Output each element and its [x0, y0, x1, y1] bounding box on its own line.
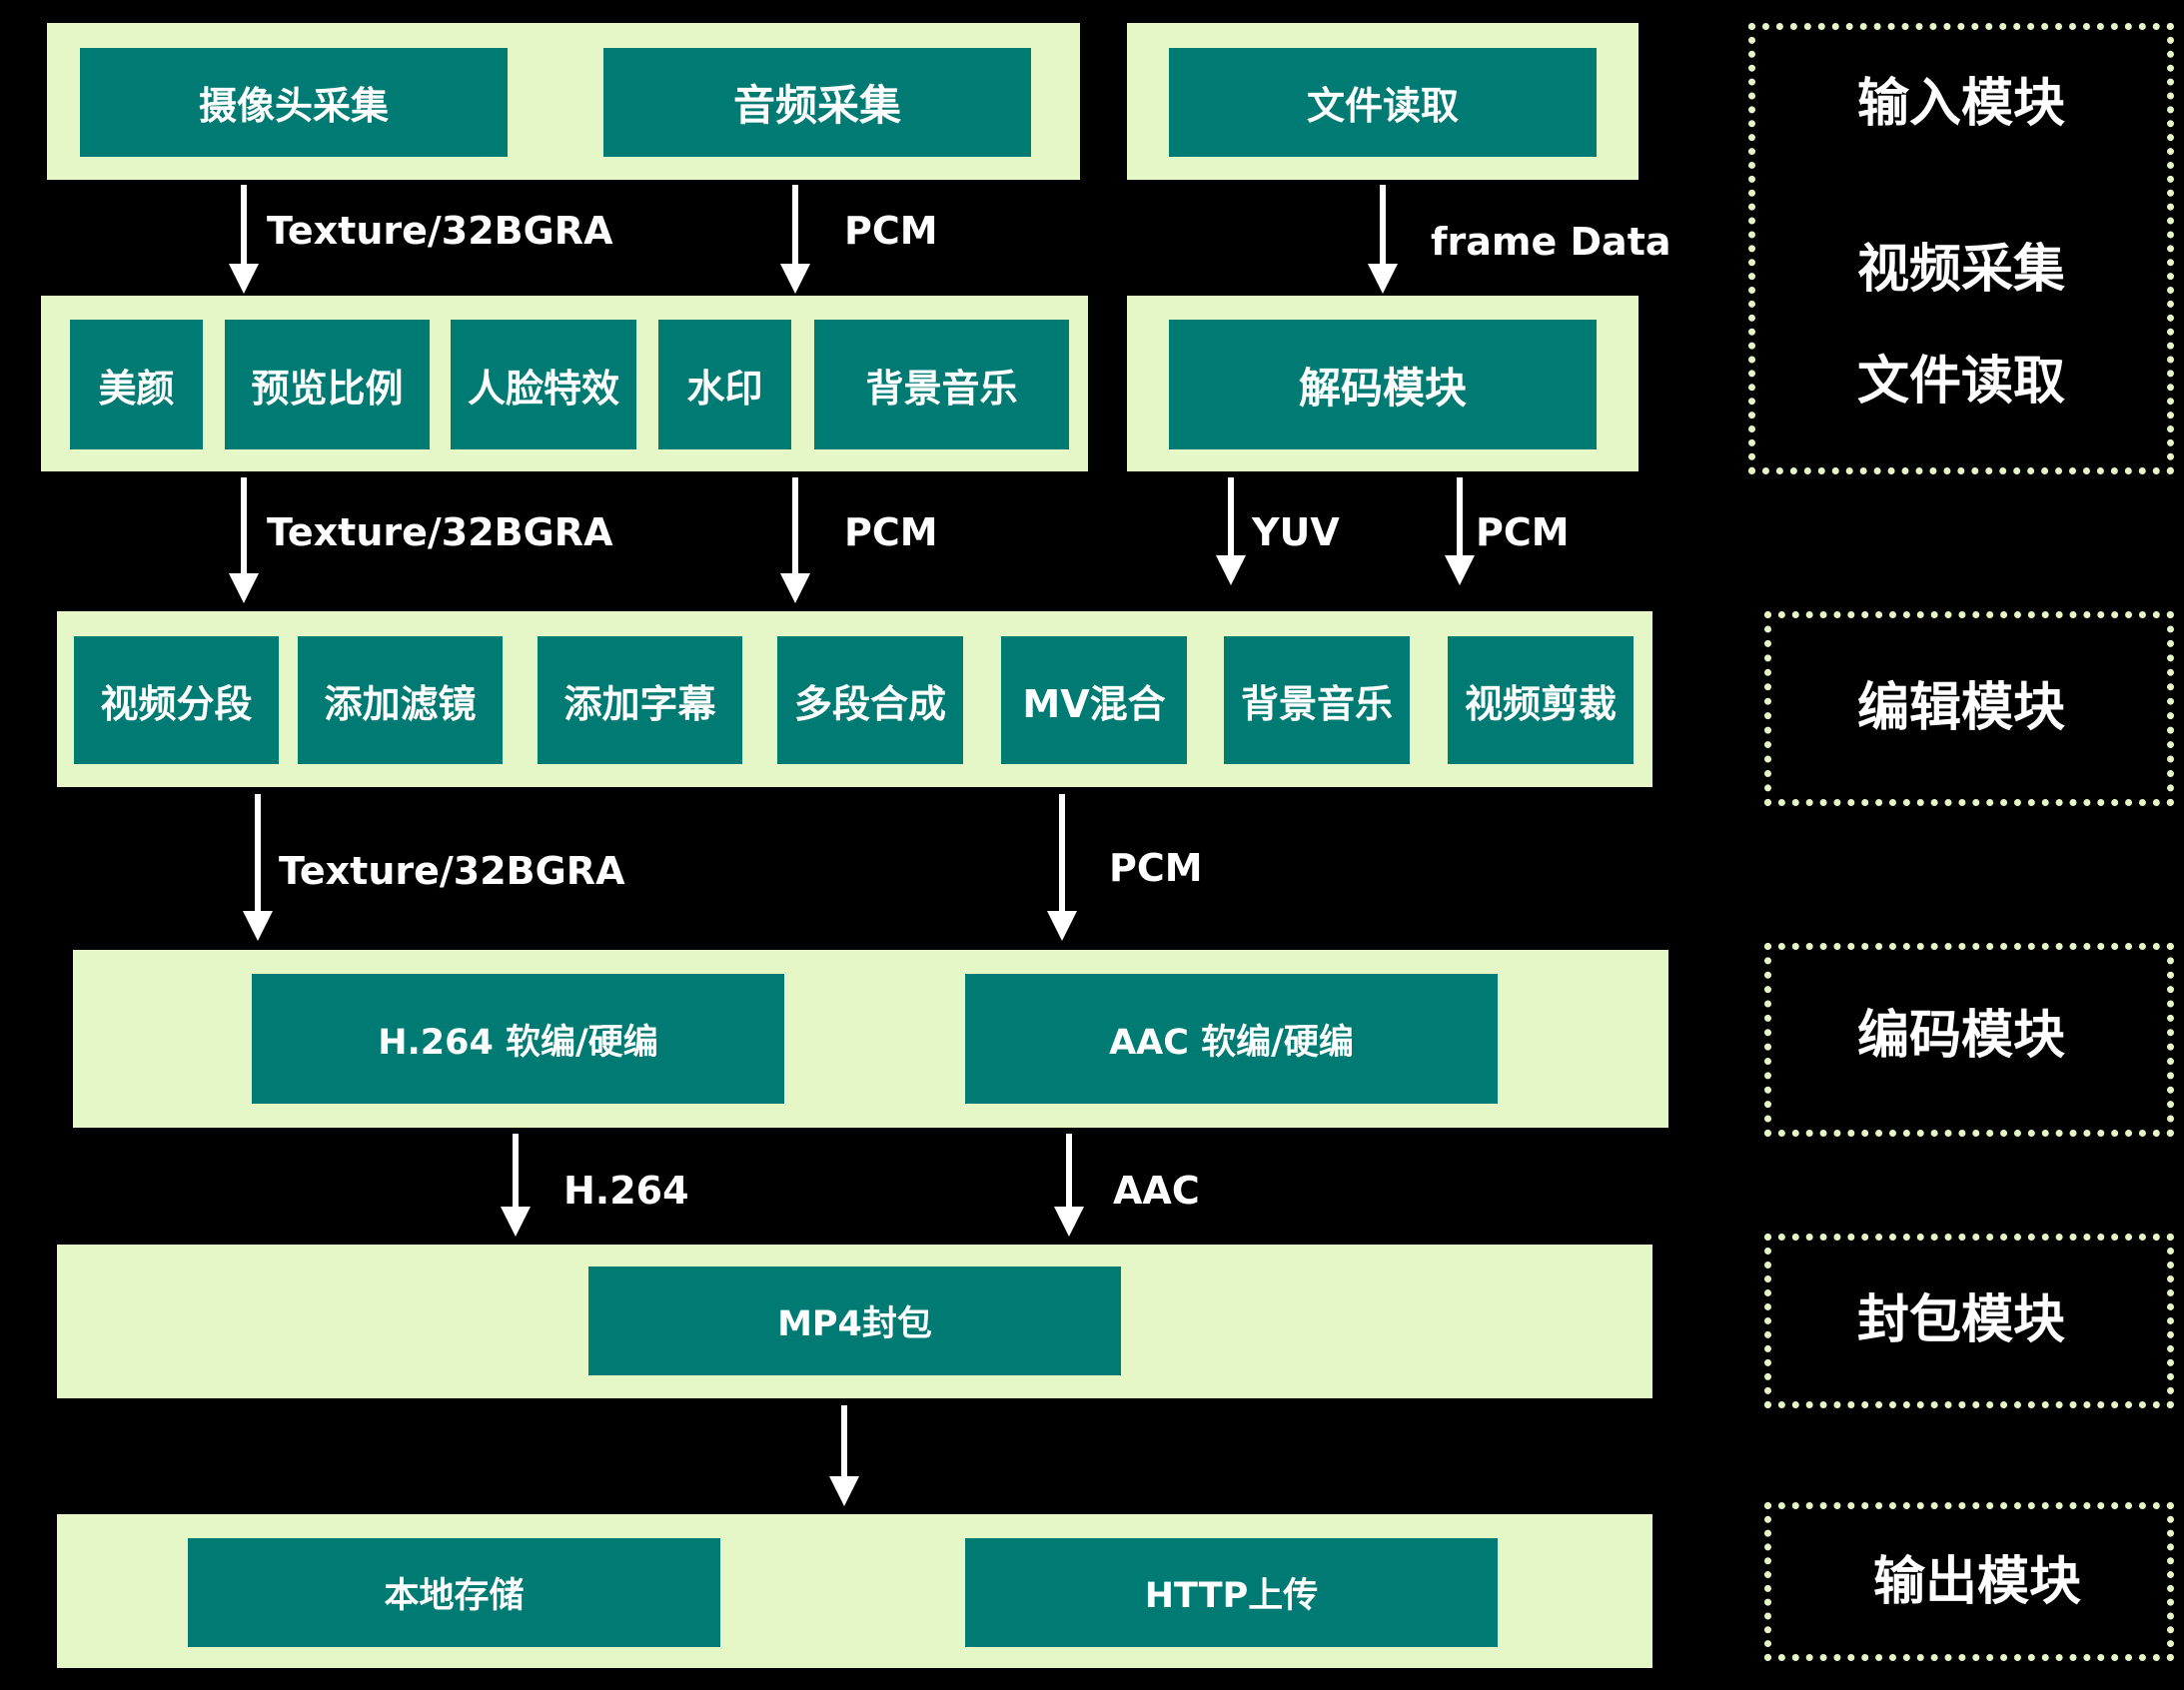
- arrow-pcm2-down: [780, 477, 810, 603]
- beauty-box: 美颜: [70, 320, 203, 449]
- video-crop-box: 视频剪裁: [1448, 636, 1634, 764]
- legend-output-text: 输出模块: [1872, 1552, 2081, 1612]
- arrow-yuv-down: [1216, 477, 1246, 585]
- camera-capture-box: 摄像头采集: [80, 48, 508, 157]
- video-segment-box: 视频分段: [74, 636, 279, 764]
- label-yuv: YUV: [1252, 510, 1340, 554]
- audio-capture-box: 音频采集: [603, 48, 1031, 157]
- arrow-file-down: [1368, 185, 1398, 294]
- arrow-texture2-down: [229, 477, 259, 603]
- label-texture-2: Texture/32BGRA: [267, 510, 613, 554]
- arrow-pcm4-down: [1047, 794, 1077, 941]
- legend-mux: [1764, 1234, 2174, 1408]
- legend-input: [1748, 23, 2174, 474]
- legend-encode: [1764, 943, 2174, 1137]
- decode-module-box: 解码模块: [1169, 320, 1597, 449]
- legend-output: [1764, 1502, 2174, 1661]
- legend-mux-text: 封包模块: [1856, 1290, 2065, 1350]
- label-frame-data: frame Data: [1431, 220, 1671, 264]
- local-storage-box: 本地存储: [188, 1538, 720, 1647]
- arrow-camera-down: [229, 185, 259, 294]
- watermark-box: 水印: [658, 320, 791, 449]
- label-pcm-1: PCM: [844, 209, 938, 253]
- edit-background-music-box: 背景音乐: [1224, 636, 1410, 764]
- label-pcm-4: PCM: [1109, 846, 1203, 890]
- label-pcm-2: PCM: [844, 510, 938, 554]
- face-effects-box: 人脸特效: [451, 320, 636, 449]
- multi-segment-merge-box: 多段合成: [777, 636, 963, 764]
- h264-encoder-box: H.264 软编/硬编: [252, 974, 784, 1104]
- mp4-mux-box: MP4封包: [588, 1267, 1121, 1375]
- mv-mix-box: MV混合: [1001, 636, 1187, 764]
- arrow-audio-down: [780, 185, 810, 294]
- file-read-box: 文件读取: [1169, 48, 1597, 157]
- preview-ratio-box: 预览比例: [225, 320, 430, 449]
- label-aac: AAC: [1113, 1169, 1200, 1213]
- add-subtitle-box: 添加字幕: [538, 636, 742, 764]
- legend-edit: [1764, 611, 2174, 806]
- arrow-mux-down: [829, 1405, 859, 1506]
- label-texture-1: Texture/32BGRA: [267, 209, 613, 253]
- legend-input-line-3: 文件读取: [1856, 352, 2065, 412]
- arrow-aac-down: [1054, 1134, 1084, 1237]
- arrow-texture3-down: [243, 794, 273, 941]
- label-pcm-3: PCM: [1476, 510, 1570, 554]
- legend-encode-text: 编码模块: [1856, 1006, 2065, 1066]
- label-h264: H.264: [563, 1169, 689, 1213]
- legend-edit-text: 编辑模块: [1856, 678, 2065, 738]
- add-filter-box: 添加滤镜: [298, 636, 503, 764]
- label-texture-3: Texture/32BGRA: [279, 849, 625, 893]
- arrow-h264-down: [501, 1134, 531, 1237]
- legend-input-line-2: 视频采集: [1856, 240, 2065, 300]
- background-music-box: 背景音乐: [814, 320, 1069, 449]
- aac-encoder-box: AAC 软编/硬编: [965, 974, 1498, 1104]
- http-upload-box: HTTP上传: [965, 1538, 1498, 1647]
- legend-input-line-1: 输入模块: [1856, 74, 2065, 134]
- arrow-pcm3-down: [1445, 477, 1475, 585]
